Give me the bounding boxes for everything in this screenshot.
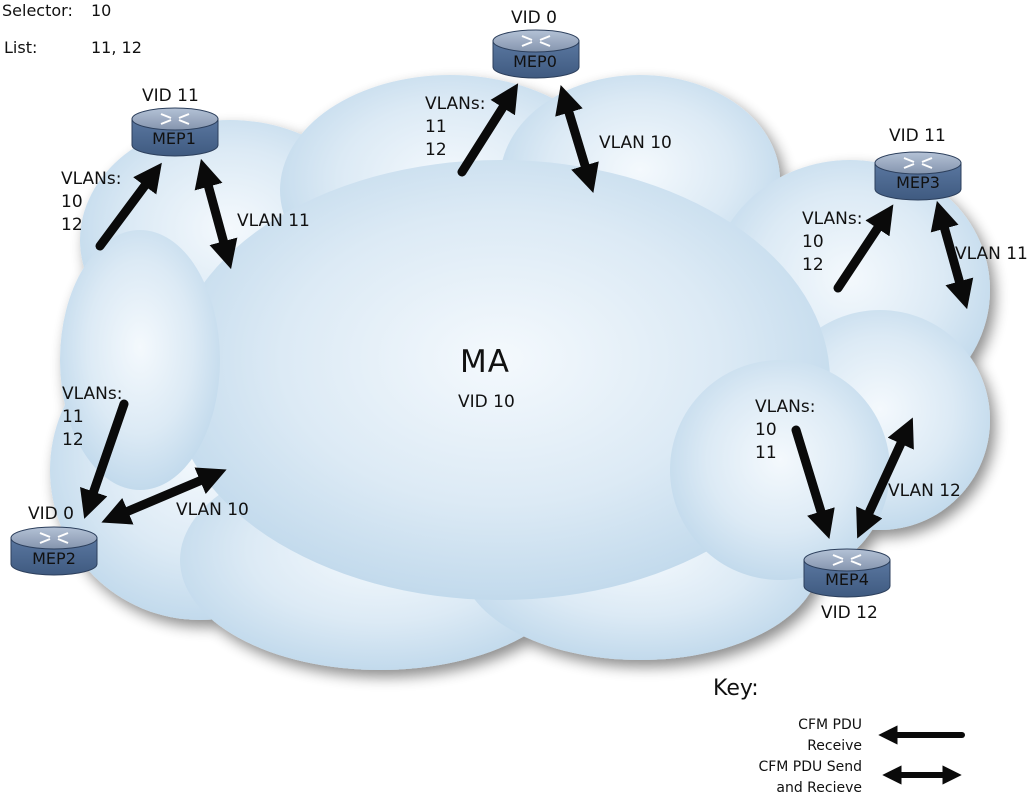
mep3-name: MEP3	[896, 173, 940, 192]
mep2-vid: VID 0	[28, 504, 74, 524]
mep3-receive-arrow	[833, 204, 894, 293]
mep3-vlan: VLAN 11	[955, 244, 1028, 264]
router-icon-mep4	[803, 548, 891, 598]
key-receive-text: CFM PDU Receive	[798, 717, 862, 754]
ma-label: MA	[460, 344, 510, 380]
ma-vid: VID 10	[458, 392, 515, 412]
key-send-receive-text: CFM PDU Send and Recieve	[758, 759, 862, 796]
mep0-vid: VID 0	[511, 8, 557, 28]
mep4-name: MEP4	[825, 570, 869, 589]
mep1-name: MEP1	[152, 129, 196, 148]
mep3-vlans: VLANs: 10 12	[802, 209, 863, 275]
mep1-vlan: VLAN 11	[237, 211, 310, 231]
mep2-send-receive-arrow	[101, 467, 227, 525]
mep1-vid: VID 11	[142, 86, 199, 106]
list-label: List:	[4, 38, 38, 57]
ma-cloud	[50, 75, 990, 670]
mep1-vlans: VLANs: 10 12	[61, 169, 122, 235]
list-value: 11, 12	[91, 38, 142, 57]
mep0-name: MEP0	[513, 52, 557, 71]
mep4-receive-arrow	[791, 425, 835, 540]
mep0-vlan: VLAN 10	[599, 133, 672, 153]
router-icon-mep2	[10, 526, 98, 576]
mep1-send-receive-arrow	[194, 158, 238, 270]
router-icon-mep3	[874, 151, 962, 201]
router-icon-mep1	[131, 107, 219, 157]
mep3-vid: VID 11	[889, 126, 946, 146]
key-title: Key:	[713, 676, 759, 701]
mep3-send-receive-arrow	[930, 200, 974, 310]
mep4-vlan: VLAN 12	[888, 481, 961, 501]
mep0-vlans: VLANs: 11 12	[425, 94, 486, 160]
mep0-receive-arrow	[457, 83, 519, 177]
router-icon-mep0	[492, 29, 580, 79]
mep2-receive-arrow	[80, 399, 129, 519]
mep1-receive-arrow	[95, 162, 162, 251]
mep0-send-receive-arrow	[555, 84, 599, 194]
mep2-vlans: VLANs: 11 12	[62, 384, 123, 450]
selector-label: Selector:	[2, 1, 73, 20]
arrows	[80, 83, 974, 785]
mep2-vlan: VLAN 10	[176, 500, 249, 520]
mep2-name: MEP2	[32, 549, 76, 568]
mep4-vlans: VLANs: 10 11	[755, 397, 816, 463]
mep4-send-receive-arrow	[856, 417, 914, 539]
selector-value: 10	[91, 1, 112, 20]
mep4-vid: VID 12	[821, 603, 878, 623]
